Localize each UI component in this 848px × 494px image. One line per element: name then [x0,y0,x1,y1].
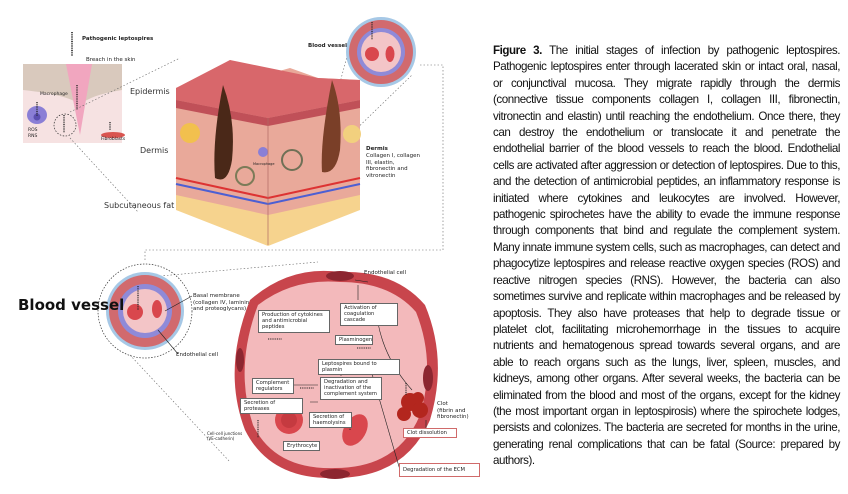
dermis-components: Collagen I, collagen III, elastin, fibro… [366,153,420,179]
dermis-label: Dermis [140,146,169,155]
zoom-lines [69,37,444,463]
proteases-box: Secretion of proteases [240,398,303,415]
blood-vessel-top-label: Blood vessel [308,43,347,49]
ros-label: ROS [28,128,38,133]
endothelial-cell-top-label: Endothelial cell [364,270,407,276]
box-line: Production of cytokines [262,312,323,318]
plasminogen-box: Plasminogen [335,335,373,346]
skin-breach-inset [23,32,125,143]
erythrocyte-box: Erythrocyte [283,441,320,452]
clot-dissolution-box: Clot dissolution [403,428,457,439]
basal-desc: (collagen IV, laminin [193,299,250,306]
endothelial-cell-label: Endothelial cell [176,352,219,358]
complement-degradation-box: Degradation and inactivation of the comp… [320,377,382,400]
box-line: regulators [256,386,283,393]
blood-vessel-title: Blood vessel [18,296,125,314]
box-line: complement system [324,391,377,398]
box-line: inactivation of the [324,385,372,392]
dermis-line: vitronectin [366,172,396,179]
macrophage-label: Macrophage [40,92,68,97]
skin-block [175,60,361,246]
box-line: coagulation cascade [344,311,375,324]
coagulation-box: Activation of coagulation cascade [340,303,398,326]
subcutaneous-fat-label: Subcutaneous fat [104,201,175,210]
rns-label: RNS [28,134,38,139]
box-line: haemolysins [313,420,346,427]
dermis-title: Dermis [366,146,388,152]
blood-vessel-top [346,17,416,87]
figure-caption: Figure 3. The initial stages of infectio… [493,43,840,470]
clot-desc: fibronectin) [437,414,469,420]
epidermis-label: Epidermis [130,87,170,96]
box-line: and antimicrobial peptides [262,318,308,331]
breach-label: Breach in the skin [86,57,136,63]
box-line: Complement [256,380,290,386]
dermis-line: Collagen I, collagen [366,153,421,159]
cytokines-box: Production of cytokines and antimicrobia… [258,310,330,333]
dermis-line: fibronectin and [366,166,408,172]
clot-title: Clot [437,401,448,407]
box-line: Activation of [344,305,377,311]
skin-macrophage-label: Macrophage [253,162,275,166]
junctions-line: (VE-cadherin) [207,436,235,441]
bound-plasmin-box: Leptospires bound to plasmin [318,359,400,376]
complement-regulators-box: Complement regulators [252,378,294,395]
box-line: Secretion of [313,414,345,420]
figure-label: Figure 3. [493,44,542,57]
caption-text: The initial stages of infection by patho… [493,44,840,468]
blood-vessel-cross-section [97,263,193,359]
haemolysins-box: Secretion of haemolysins [309,412,352,429]
cell-junctions-label: Cell-cell junctions (VE-cadherin) [207,431,242,441]
junctions-line: Cell-cell junctions [207,431,243,436]
basal-desc: and proteoglycans) [193,306,247,312]
fibroblasts-label: Fibroblasts [101,137,126,142]
box-line: Degradation and [324,379,368,385]
dermis-line: III, elastin, [366,159,395,166]
clot-desc: (fibrin and [437,407,466,414]
pathogenic-leptospires-label: Pathogenic leptospires [82,36,154,42]
basal-membrane-label: Basal membrane (collagen IV, laminin and… [193,293,249,313]
ecm-degradation-box: Degradation of the ECM [399,463,480,478]
clot-label: Clot (fibrin and fibronectin) [437,401,469,421]
basal-title: Basal membrane [193,293,240,299]
